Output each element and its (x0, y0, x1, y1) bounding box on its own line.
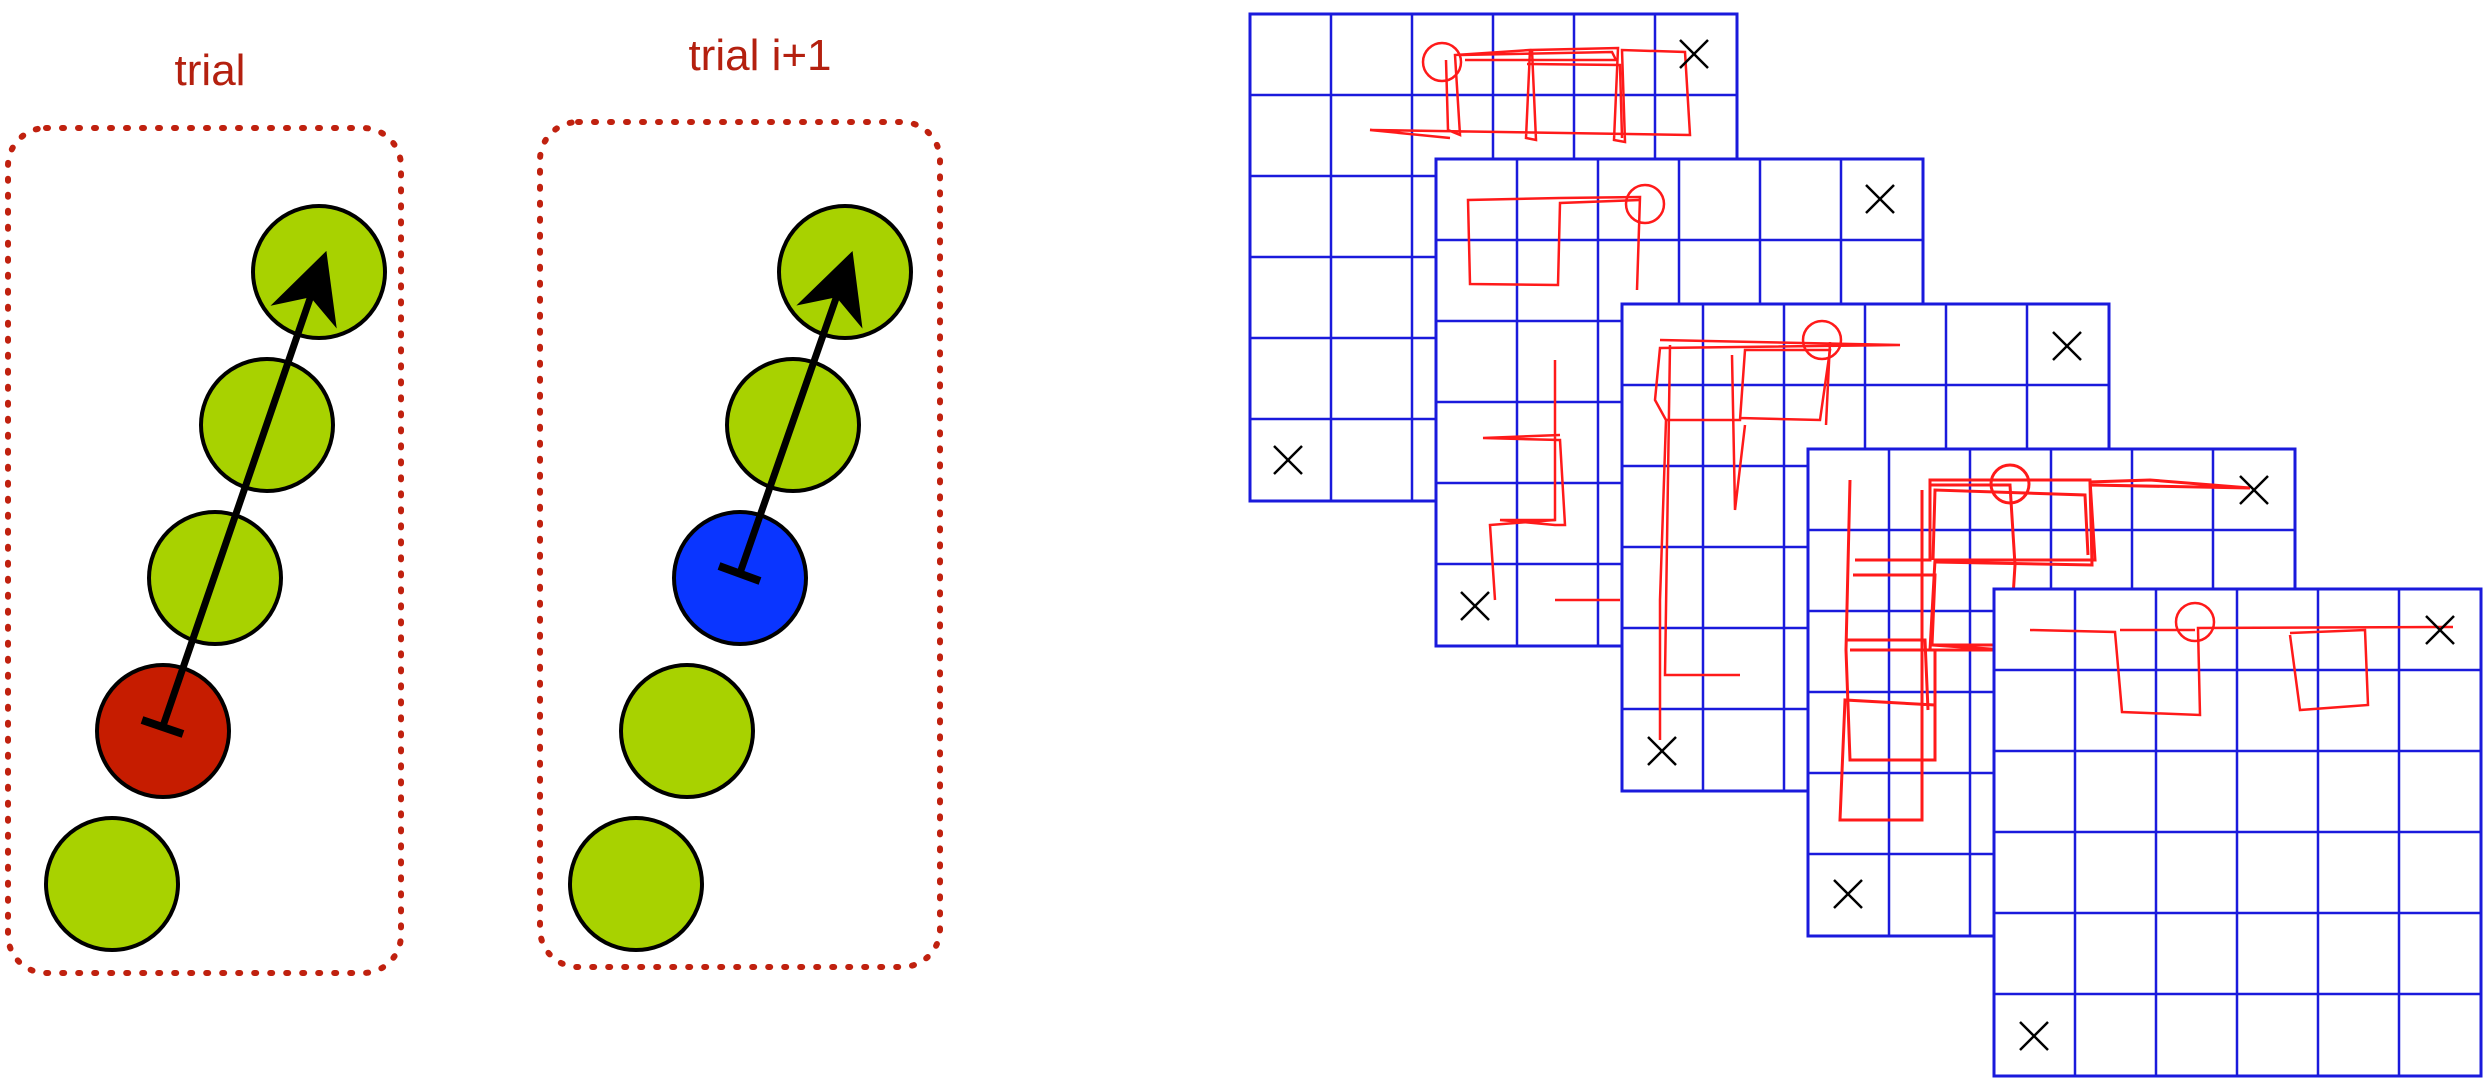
grid-sheet-5 (1992, 587, 2483, 1078)
node-5-target (251, 204, 387, 340)
arrow-shaft (159, 250, 337, 728)
node-2 (619, 663, 755, 799)
node-3-start (672, 510, 808, 646)
node-1 (44, 816, 180, 952)
trial-panels: trial trial i+1 (5, 31, 943, 976)
node-1 (568, 816, 704, 952)
panel-trial: trial (5, 46, 404, 976)
node-5-target (777, 204, 913, 340)
arrow-tail-bar (140, 716, 185, 738)
arrow-shaft (736, 250, 863, 575)
dotted-border (537, 119, 943, 970)
panel-label-trial-next: trial i+1 (688, 31, 831, 80)
dotted-border (5, 125, 404, 976)
grid-stack (1248, 12, 2483, 1078)
panel-trial-next: trial i+1 (537, 31, 943, 970)
arrow-tail-bar (717, 562, 762, 585)
panel-label-trial: trial (175, 46, 246, 95)
